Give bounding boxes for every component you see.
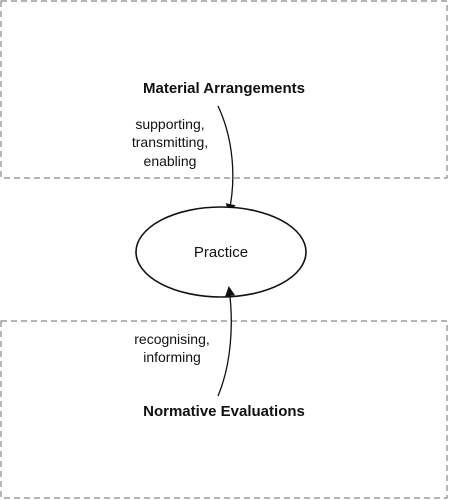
top-arrow-label-line-3: enabling xyxy=(144,153,197,169)
top-arrow-label-line-1: supporting, xyxy=(135,116,204,132)
top-curved-arrow xyxy=(217,105,236,214)
bottom-arrow-label-line-1: recognising, xyxy=(134,331,210,347)
bottom-curved-arrow xyxy=(217,286,236,397)
top-dashed-box xyxy=(0,0,448,179)
top-box-title: Material Arrangements xyxy=(143,80,305,97)
practice-label: Practice xyxy=(194,244,248,261)
bottom-arrow-label-line-2: informing xyxy=(143,349,201,365)
top-arrow-label-line-2: transmitting, xyxy=(132,134,208,150)
bottom-box-title: Normative Evaluations xyxy=(143,403,305,420)
bottom-dashed-box xyxy=(0,320,448,499)
practice-ellipse xyxy=(135,206,307,298)
